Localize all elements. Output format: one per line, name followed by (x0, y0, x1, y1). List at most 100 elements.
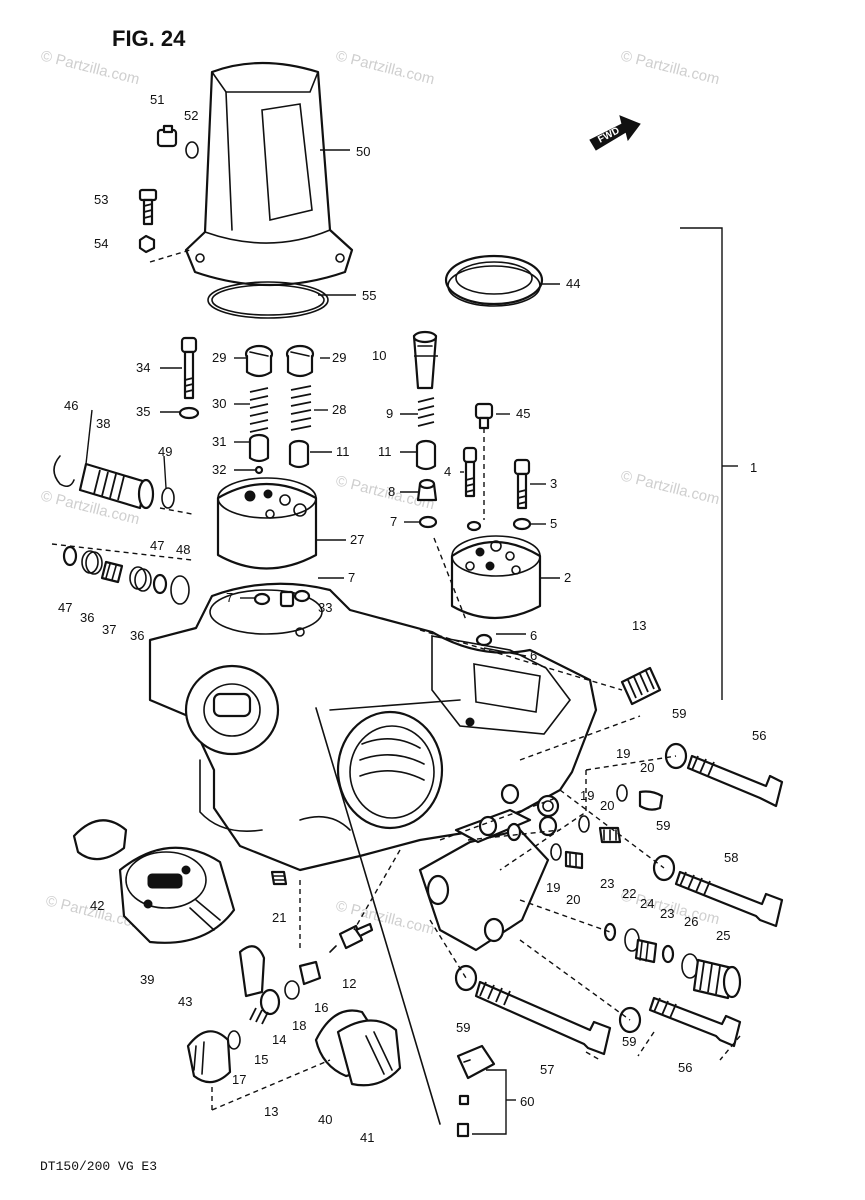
ball-part-16 (298, 960, 322, 986)
gasket-part-48 (170, 575, 190, 605)
spring-part-36-right (129, 566, 152, 592)
figure-title: FIG. 24 (112, 26, 186, 51)
callout-44: 44 (566, 276, 580, 291)
callout-56-upper: 56 (752, 728, 766, 743)
callout-43: 43 (178, 994, 192, 1009)
callout-20-c: 20 (566, 892, 580, 907)
callout-11-right: 11 (378, 444, 392, 459)
callout-59-b: 59 (656, 818, 670, 833)
bolt-part-45 (474, 402, 494, 430)
seat-part-8 (416, 478, 438, 502)
plug-part-51 (156, 124, 178, 148)
callout-3: 3 (550, 476, 557, 491)
cap-part-20-b (598, 826, 622, 844)
washer-part-52 (185, 141, 199, 159)
watermark-text: © Partzilla.com (619, 47, 721, 88)
piston-part-31 (248, 433, 270, 463)
watermark-text: © Partzilla.com (334, 47, 436, 88)
o-ring-part-23-a (603, 922, 617, 942)
bolt-part-34 (180, 336, 198, 400)
callout-24: 24 (640, 896, 654, 911)
housing-fittings (500, 783, 560, 837)
callout-40: 40 (318, 1112, 332, 1127)
callout-11-left: 11 (336, 444, 350, 459)
callout-20-a: 20 (640, 760, 654, 775)
callout-35: 35 (136, 404, 150, 419)
callout-14: 14 (272, 1032, 286, 1047)
callout-36-right: 36 (130, 628, 144, 643)
callout-55: 55 (362, 288, 376, 303)
callout-labels: 1 2 3 4 5 6 6 7 7 7 8 9 10 11 11 12 13 1… (58, 92, 766, 1145)
spring-part-24 (634, 938, 658, 964)
valve-part-13-lower (238, 945, 281, 1016)
callout-41: 41 (360, 1130, 374, 1145)
callout-46: 46 (64, 398, 78, 413)
bolt-part-58 (674, 870, 784, 928)
callout-52: 52 (184, 108, 198, 123)
o-ring-part-7-right (418, 515, 438, 529)
callout-50: 50 (356, 144, 370, 159)
screw-part-60 (456, 1094, 470, 1138)
valve-part-13-upper (620, 666, 662, 706)
o-ring-part-17 (227, 1030, 241, 1050)
callout-25: 25 (716, 928, 730, 943)
washer-part-5 (512, 517, 532, 531)
callout-42: 42 (90, 898, 104, 913)
watermark-text: © Partzilla.com (619, 467, 721, 508)
cap-part-20-c (564, 850, 584, 870)
callout-17: 17 (232, 1072, 246, 1087)
callout-9: 9 (386, 406, 393, 421)
callout-2: 2 (564, 570, 571, 585)
callout-10: 10 (372, 348, 386, 363)
callout-4: 4 (444, 464, 451, 479)
callout-7-left: 7 (226, 590, 233, 605)
callout-51: 51 (150, 92, 164, 107)
callout-30: 30 (212, 396, 226, 411)
callout-32: 32 (212, 462, 226, 477)
fwd-arrow-icon: FWD (589, 115, 641, 151)
callout-6b: 6 (530, 648, 537, 663)
callout-33: 33 (318, 600, 332, 615)
callout-39: 39 (140, 972, 154, 987)
piston-part-11-left (288, 439, 310, 469)
bolt-part-56-lower (648, 996, 742, 1048)
callout-57: 57 (540, 1062, 554, 1077)
cover-part-41 (336, 1019, 402, 1087)
valve-body-part-2 (450, 535, 542, 620)
screw-cap-part-29-right (285, 344, 315, 378)
callout-60: 60 (520, 1094, 534, 1109)
bolt-part-53 (138, 188, 158, 226)
callout-53: 53 (94, 192, 108, 207)
o-ring-part-6 (475, 633, 493, 647)
callout-34: 34 (136, 360, 150, 375)
circlip-part-46 (53, 455, 75, 488)
callout-59-d: 59 (622, 1034, 636, 1049)
callout-47-bottom: 47 (58, 600, 72, 615)
filter-part-39 (118, 846, 236, 944)
callout-6: 6 (530, 628, 537, 643)
valve-part-37 (100, 560, 124, 584)
callout-31: 31 (212, 434, 226, 449)
figure-footer: DT150/200 VG E3 (40, 1159, 157, 1174)
o-ring-part-7-left-a (253, 592, 271, 606)
callout-20-b: 20 (600, 798, 614, 813)
callout-26: 26 (684, 914, 698, 929)
plug-part-13-lower (186, 1030, 232, 1084)
callout-23-a: 23 (600, 876, 614, 891)
callout-19-b: 19 (580, 788, 594, 803)
callout-49: 49 (158, 444, 172, 459)
callout-12: 12 (342, 976, 356, 991)
callout-22: 22 (622, 886, 636, 901)
screw-cap-part-29-left (244, 344, 274, 378)
callout-19-a: 19 (616, 746, 630, 761)
o-ring-part-49 (161, 487, 175, 509)
o-ring-part-23-b (661, 944, 675, 964)
callout-38: 38 (96, 416, 110, 431)
callout-45: 45 (516, 406, 530, 421)
spring-part-28 (290, 385, 312, 431)
callout-21: 21 (272, 910, 286, 925)
callout-54: 54 (94, 236, 108, 251)
o-ring-part-19-a (616, 784, 628, 802)
o-ring-part-7-left-b (293, 589, 311, 603)
